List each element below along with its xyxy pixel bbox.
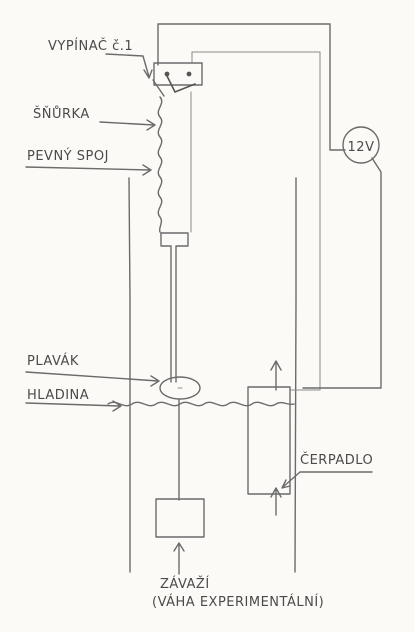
- switch-leader: [105, 53, 153, 79]
- wire-battery-return: [302, 157, 382, 389]
- pump-leader: [281, 471, 373, 489]
- rigid-link-leader: [25, 164, 152, 176]
- switch-label: VYPÍNAČ č.1: [48, 38, 133, 54]
- weight-block: [155, 498, 205, 538]
- switch-lever: [166, 75, 196, 94]
- water-level-label: HLADINA: [27, 388, 89, 403]
- string-label: ŠŇŮRKA: [33, 106, 90, 122]
- rigid-link-label: PEVNÝ SPOJ: [27, 148, 109, 164]
- power-wires: [157, 23, 382, 391]
- weight-label-arrow: [173, 542, 185, 575]
- tank-right-wall: [294, 177, 297, 573]
- battery: 12V: [342, 126, 380, 164]
- pump-body: [247, 386, 291, 495]
- pump: [247, 360, 291, 516]
- water-leader: [25, 400, 122, 412]
- pump-inlet-arrow: [270, 487, 282, 516]
- water-surface: [107, 401, 295, 407]
- weight-label: ZÁVAŽÍ: [160, 576, 210, 592]
- switch: [152, 62, 203, 97]
- pump-label: ČERPADLO: [300, 452, 373, 468]
- tank-left-wall: [128, 177, 131, 573]
- string-line: [157, 96, 163, 233]
- rod-right: [160, 232, 189, 383]
- tank-walls: [128, 177, 297, 573]
- switch-pin: [152, 79, 165, 97]
- switch-contact-right: [186, 71, 192, 77]
- weight-note: (VÁHA EXPERIMENTÁLNÍ): [152, 594, 324, 610]
- leader-arrows: [25, 53, 373, 489]
- float-label: PLAVÁK: [27, 353, 79, 369]
- switch-body: [153, 62, 203, 86]
- wire-inner-to-pump: [191, 51, 321, 391]
- battery-circle: [342, 126, 380, 164]
- pump-outlet-arrow: [270, 360, 282, 391]
- rod-left: [160, 232, 172, 383]
- wire-outer-top: [157, 23, 346, 151]
- string-leader: [99, 119, 156, 131]
- rigid-link: [160, 232, 189, 383]
- float: [159, 376, 201, 400]
- switch-contact-left: [164, 71, 170, 77]
- float-leader: [25, 371, 160, 387]
- battery-label: 12V: [348, 140, 375, 155]
